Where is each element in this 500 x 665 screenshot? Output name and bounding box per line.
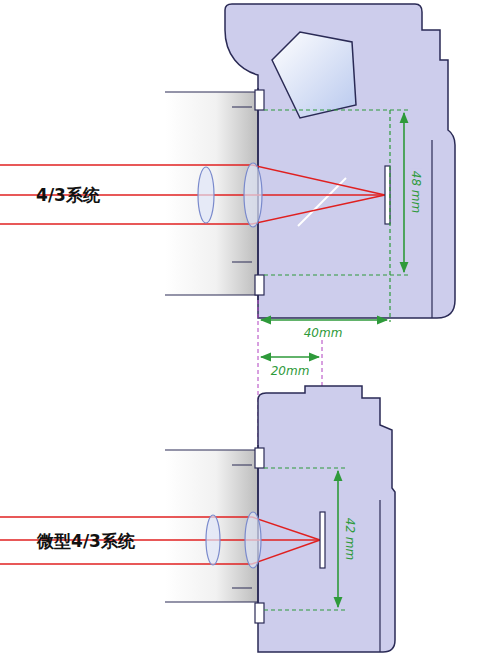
- lens-element: [198, 167, 214, 223]
- dimension: 20mm: [269, 365, 312, 377]
- lens-barrel: [165, 450, 258, 602]
- dimension: 40mm: [302, 327, 345, 339]
- mount-flange: [255, 275, 264, 295]
- lens-element: [244, 163, 262, 227]
- image-sensor: [385, 166, 390, 224]
- mount-flange: [255, 448, 264, 468]
- mount-flange: [255, 603, 264, 623]
- dimension: 48 mm: [410, 169, 422, 215]
- camera-body: [225, 4, 455, 318]
- lens-element: [206, 515, 220, 565]
- image-sensor: [320, 512, 325, 568]
- camera-body: [258, 386, 395, 652]
- lens-element: [245, 512, 261, 568]
- system-label: 4/3系统: [36, 187, 100, 204]
- pentaprism: [272, 32, 356, 118]
- dimension: 42 mm: [344, 516, 356, 562]
- mount-flange: [255, 90, 264, 110]
- system-label: 微型4/3系统: [37, 533, 135, 550]
